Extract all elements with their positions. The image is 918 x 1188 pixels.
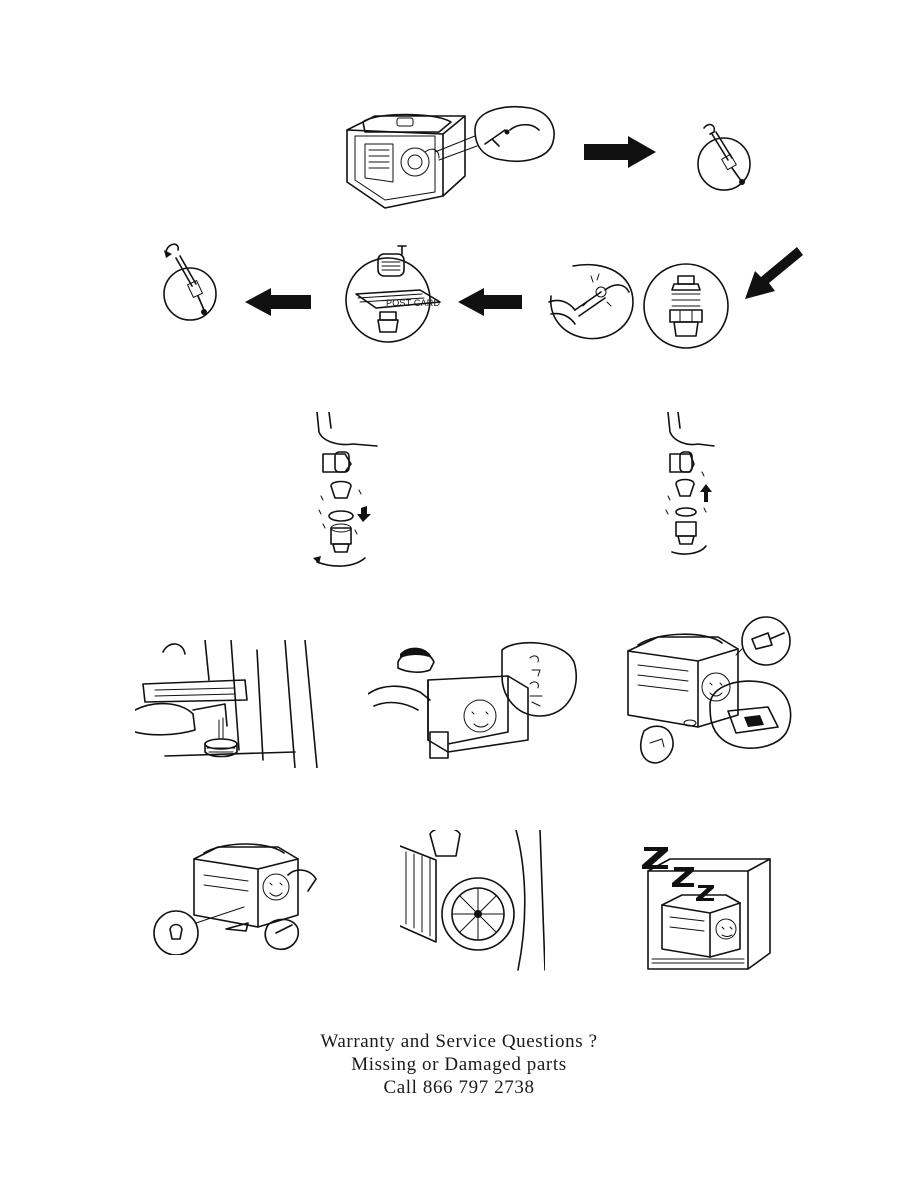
postcard-label: POST CARD: [386, 298, 440, 308]
fuel-sediment-cup-removal: [305, 412, 380, 570]
generator-fuel-drain-illustration: [148, 835, 323, 955]
support-footer: Warranty and Service Questions ? Missing…: [0, 1030, 918, 1099]
zzz-icon: [642, 847, 714, 901]
plug-cleaning-hands-circle: [545, 262, 637, 342]
spark-plug-removal-circle: [694, 120, 756, 192]
generator-air-filter-service: [368, 640, 578, 760]
down-left-arrow-icon: [745, 247, 803, 299]
recoil-starter-pull-closeup: [400, 830, 545, 975]
warranty-questions-line: Warranty and Service Questions ?: [320, 1031, 598, 1052]
spark-plug-install-circle: [160, 240, 222, 324]
left-arrow-icon: [245, 288, 311, 316]
support-phone-line: Call 866 797 2738: [383, 1077, 535, 1098]
plug-gap-check-postcard-circle: POST CARD: [340, 240, 450, 345]
spark-plug-closeup-circle: [640, 262, 732, 350]
right-arrow-icon: [584, 136, 656, 168]
carburetor-drain-closeup: [135, 640, 325, 768]
left-arrow-icon: [458, 288, 522, 316]
generator-spark-plug-illustration: [335, 100, 560, 215]
fuel-sediment-cup-reinstall: [660, 412, 715, 557]
generator-oil-change-illustration: [618, 615, 798, 770]
missing-parts-line: Missing or Damaged parts: [351, 1054, 567, 1075]
